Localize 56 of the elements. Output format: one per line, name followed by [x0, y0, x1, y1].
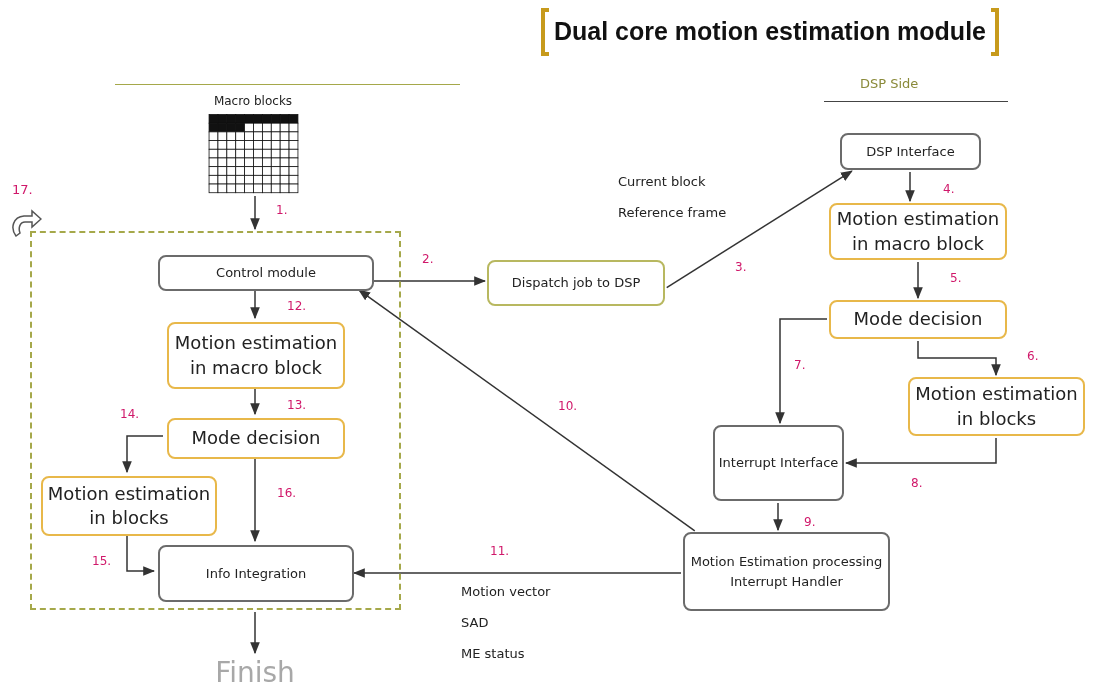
note-text: SAD	[461, 614, 489, 632]
process-box: Motion estimation in blocks	[908, 377, 1085, 436]
step-number: 15.	[92, 553, 112, 570]
note-text: DSP Side	[860, 75, 919, 93]
arrow	[250, 388, 260, 416]
step-number: 6.	[1027, 348, 1039, 365]
arrow	[913, 261, 923, 300]
arrow	[250, 458, 260, 543]
arrow	[126, 535, 156, 576]
title: Dual core motion estimation module	[553, 16, 987, 48]
process-box: Motion Estimation processing Interrupt Handler	[683, 532, 890, 611]
step-number: 1.	[276, 202, 288, 219]
arrow	[250, 195, 260, 231]
dashed-group-box	[30, 231, 401, 610]
arrow	[358, 289, 696, 532]
step-number: 2.	[422, 251, 434, 268]
finish-text: Finish	[200, 655, 310, 691]
step-number: 4.	[943, 181, 955, 198]
step-number: 5.	[950, 270, 962, 287]
process-box: Control module	[158, 255, 374, 291]
step-number: 3.	[735, 259, 747, 276]
process-box: Mode decision	[167, 418, 345, 459]
note-text: Motion vector	[461, 583, 551, 601]
step-number: 14.	[120, 406, 140, 423]
note-text: Reference frame	[618, 204, 727, 222]
step-number: 13.	[287, 397, 307, 414]
process-box: Mode decision	[829, 300, 1007, 339]
step-number: 9.	[804, 514, 816, 531]
arrow	[773, 502, 783, 532]
step-number: 17.	[12, 181, 33, 199]
arrow	[775, 318, 828, 425]
arrow	[352, 568, 682, 578]
process-box: Info Integration	[158, 545, 354, 602]
grid-heading: Macro blocks	[213, 93, 293, 110]
step-number: 7.	[794, 357, 806, 374]
process-box: Interrupt Interface	[713, 425, 844, 501]
note-text: ME status	[461, 645, 525, 663]
arrow	[665, 170, 853, 289]
step-number: 16.	[277, 485, 297, 502]
note-text: Current block	[618, 173, 706, 191]
step-number: 8.	[911, 475, 923, 492]
arrow	[250, 611, 260, 655]
process-box: Motion estimation in blocks	[41, 476, 217, 536]
process-box: DSP Interface	[840, 133, 981, 170]
arrow	[250, 290, 260, 320]
step-number: 12.	[287, 298, 307, 315]
process-box: Dispatch job to DSP	[487, 260, 665, 306]
arrow	[917, 340, 1001, 377]
arrow	[122, 435, 164, 474]
arrow	[844, 437, 997, 468]
process-box: Motion estimation in macro block	[167, 322, 345, 389]
step-number: 11.	[490, 543, 510, 560]
step-number: 10.	[558, 398, 578, 415]
arrow	[373, 276, 487, 286]
arrow	[905, 171, 915, 203]
process-box: Motion estimation in macro block	[829, 203, 1007, 260]
